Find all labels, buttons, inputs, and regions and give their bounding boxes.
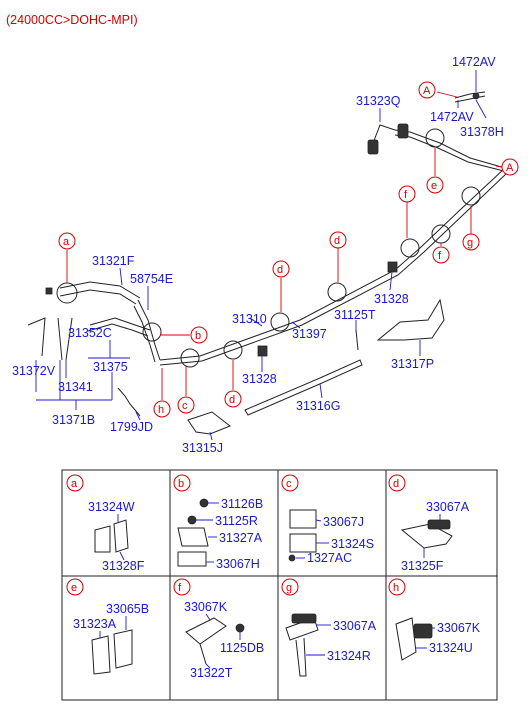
- svg-text:a: a: [63, 236, 70, 248]
- svg-text:33065B: 33065B: [106, 602, 149, 616]
- label-31372V: 31372V: [12, 364, 56, 378]
- svg-text:g: g: [286, 582, 292, 594]
- svg-text:31324R: 31324R: [327, 649, 371, 663]
- label-58754E: 58754E: [130, 272, 173, 286]
- svg-text:f: f: [404, 189, 408, 201]
- svg-text:c: c: [182, 400, 188, 412]
- engine-header: (24000CC>DOHC-MPI): [6, 13, 138, 27]
- svg-text:1327AC: 1327AC: [307, 551, 352, 565]
- svg-text:a: a: [71, 478, 78, 490]
- svg-text:d: d: [393, 478, 399, 490]
- svg-text:33067H: 33067H: [216, 557, 260, 571]
- label-31352C: 31352C: [68, 326, 112, 340]
- callout-d-mid: d: [272, 260, 290, 278]
- detail-cell-g: g 33067A 31324R: [281, 578, 377, 677]
- svg-text:31324W: 31324W: [88, 500, 135, 514]
- detail-cell-a: a 31324W 31328F: [66, 474, 145, 573]
- label-31397: 31397: [292, 327, 327, 341]
- callout-d-right: d: [329, 231, 347, 249]
- label-31378H: 31378H: [460, 125, 504, 139]
- label-31125T: 31125T: [334, 308, 376, 322]
- svg-text:b: b: [178, 478, 184, 490]
- label-31341: 31341: [58, 380, 93, 394]
- svg-text:d: d: [229, 394, 235, 406]
- svg-text:33067A: 33067A: [426, 500, 470, 514]
- detail-table: [61, 469, 498, 701]
- label-31315J: 31315J: [182, 441, 223, 455]
- callout-h: h: [153, 400, 171, 418]
- label-31316G: 31316G: [296, 399, 340, 413]
- label-1799JD: 1799JD: [110, 420, 153, 434]
- svg-text:e: e: [71, 582, 77, 594]
- svg-text:31322T: 31322T: [190, 666, 233, 680]
- svg-text:d: d: [277, 264, 283, 276]
- callout-b: b: [190, 326, 208, 344]
- label-31375: 31375: [93, 360, 128, 374]
- label-31310: 31310: [232, 312, 267, 326]
- label-31321F: 31321F: [92, 254, 135, 268]
- detail-cell-d: d 33067A 31325F: [388, 474, 470, 573]
- svg-text:31324U: 31324U: [429, 641, 473, 655]
- svg-text:31327A: 31327A: [219, 531, 263, 545]
- svg-text:33067K: 33067K: [184, 600, 228, 614]
- label-31328-left: 31328: [242, 372, 277, 386]
- callout-circles: A A a b c d d d: [58, 81, 519, 418]
- svg-text:31125R: 31125R: [215, 514, 258, 528]
- callout-f-top: f: [398, 185, 416, 203]
- svg-text:d: d: [334, 235, 340, 247]
- detail-cell-h: h 33067K 31324U: [388, 578, 481, 661]
- callout-A-top: A: [418, 81, 436, 99]
- svg-text:33067K: 33067K: [437, 621, 481, 635]
- callout-a: a: [58, 232, 76, 250]
- svg-text:h: h: [393, 582, 399, 594]
- svg-text:f: f: [438, 250, 442, 262]
- svg-text:e: e: [431, 180, 437, 192]
- fuel-tube-assembly: [27, 91, 509, 435]
- label-31371B: 31371B: [52, 413, 95, 427]
- svg-text:f: f: [178, 582, 182, 594]
- svg-text:h: h: [158, 404, 164, 416]
- callout-g: g: [462, 233, 480, 251]
- svg-text:g: g: [467, 237, 473, 249]
- callout-leaders: [66, 91, 509, 400]
- part-labels: 1472AV 1472AV 31378H 31323Q 31321F 58754…: [12, 55, 504, 455]
- svg-text:33067J: 33067J: [323, 515, 364, 529]
- callout-A-right: A: [501, 158, 519, 176]
- svg-text:c: c: [286, 478, 292, 490]
- svg-text:A: A: [423, 85, 431, 97]
- callout-e: e: [426, 176, 444, 194]
- label-leaders: [35, 70, 487, 441]
- clamp-markers: [56, 128, 481, 368]
- svg-text:31328F: 31328F: [102, 559, 145, 573]
- svg-text:31325F: 31325F: [401, 559, 444, 573]
- callout-c: c: [177, 396, 195, 414]
- label-1472AV-mid: 1472AV: [430, 110, 474, 124]
- svg-text:31126B: 31126B: [221, 497, 263, 511]
- svg-text:31324S: 31324S: [331, 537, 374, 551]
- label-31323Q: 31323Q: [356, 94, 401, 108]
- detail-cell-f: f 33067K 1125DB 31322T: [173, 578, 264, 680]
- svg-text:b: b: [195, 330, 201, 342]
- svg-text:31323A: 31323A: [73, 617, 117, 631]
- svg-text:1125DB: 1125DB: [220, 641, 264, 655]
- callout-d-left: d: [224, 390, 242, 408]
- svg-text:33067A: 33067A: [333, 619, 377, 633]
- label-31328-right: 31328: [374, 292, 409, 306]
- label-31317P: 31317P: [391, 357, 434, 371]
- svg-text:A: A: [506, 162, 514, 174]
- detail-cell-e: e 33065B 31323A: [66, 578, 149, 675]
- detail-cell-b: b 31126B 31125R 31327A 33067H: [173, 474, 263, 571]
- detail-cell-c: c 33067J 31324S 1327AC: [281, 474, 374, 565]
- label-1472AV-top: 1472AV: [452, 55, 496, 69]
- callout-f-low: f: [432, 246, 450, 264]
